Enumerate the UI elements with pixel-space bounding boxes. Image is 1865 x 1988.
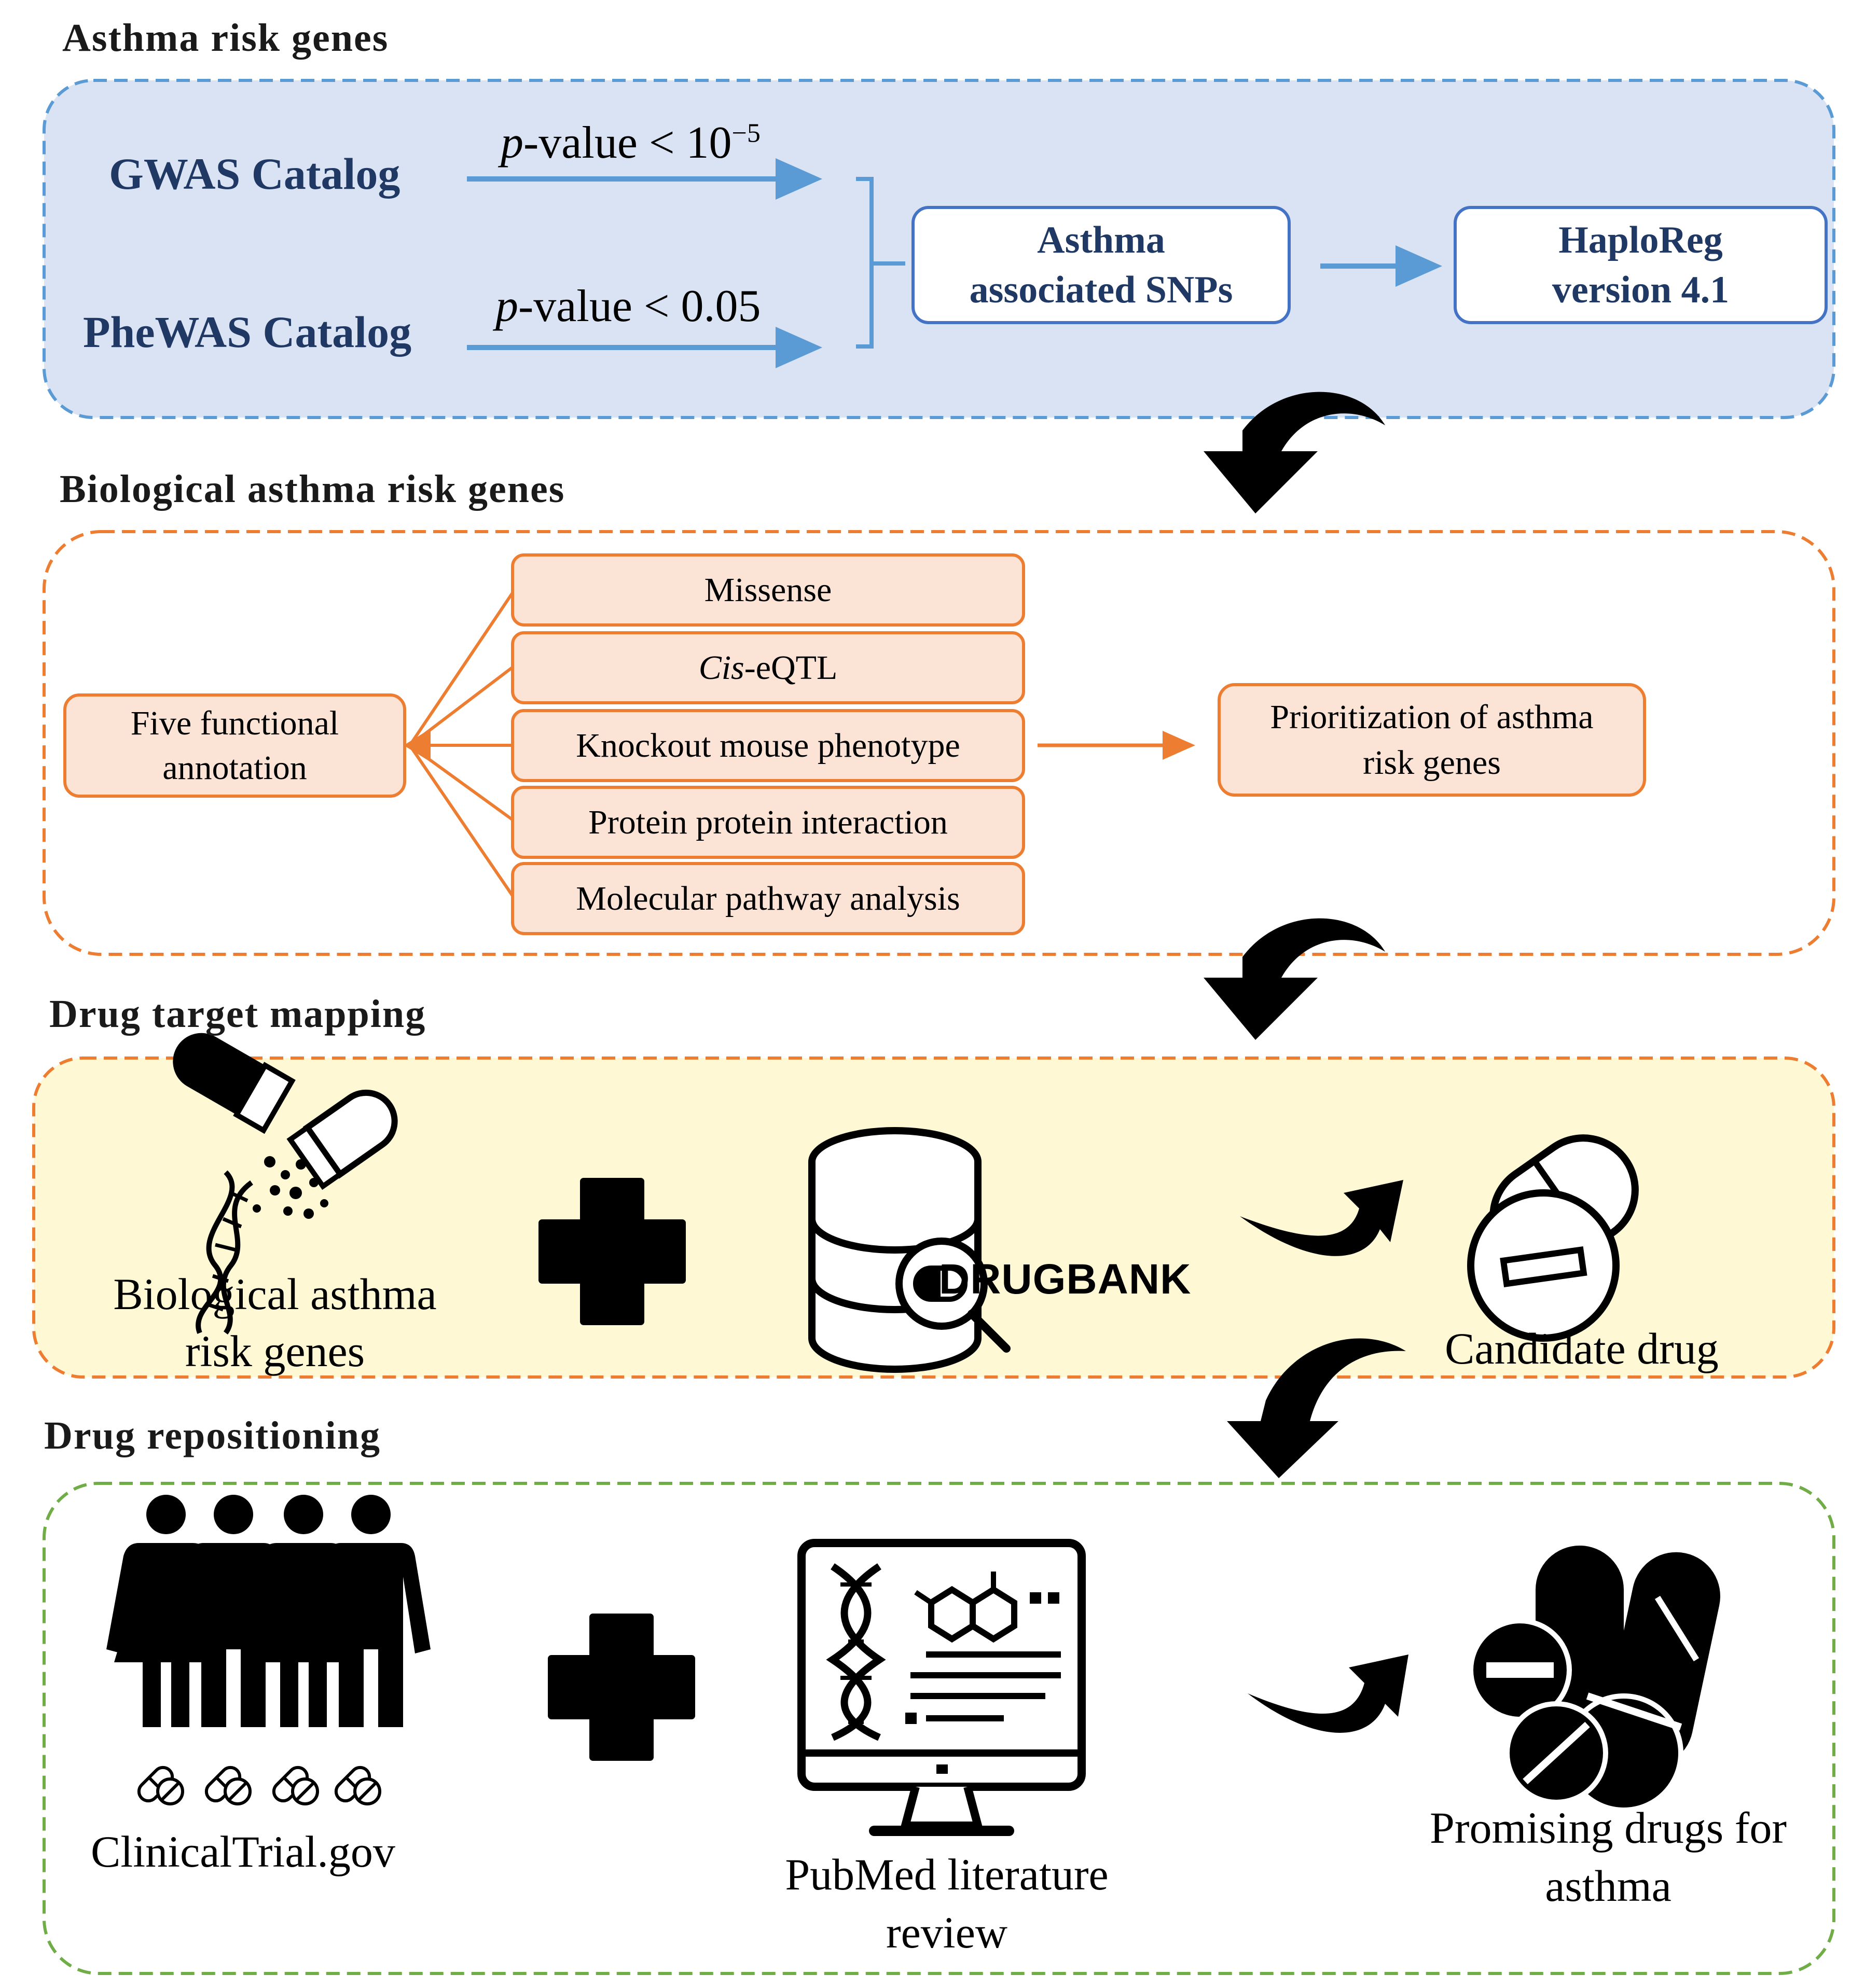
- snp-box-label: Asthma associated SNPs: [913, 207, 1289, 323]
- root-annotation-line-2: annotation: [162, 748, 307, 787]
- promising-drugs-line-1: Promising drugs for: [1430, 1803, 1787, 1853]
- section-title-biological-risk-genes: Biological asthma risk genes: [60, 467, 565, 511]
- merge-bracket: [856, 177, 905, 349]
- genes-label-line-2: risk genes: [185, 1326, 365, 1376]
- annotation-missense: Missense: [704, 571, 832, 609]
- gwas-threshold: p-value < 10−5: [501, 117, 761, 169]
- root-annotation-line-1: Five functional: [130, 704, 339, 742]
- section-title-drug-target-mapping: Drug target mapping: [49, 992, 426, 1036]
- section-title-asthma-risk-genes: Asthma risk genes: [62, 16, 389, 60]
- promising-drugs-line-2: asthma: [1545, 1861, 1671, 1911]
- monitor-research-icon: [797, 1539, 1086, 1836]
- repositioning-arrow: [1248, 1655, 1408, 1733]
- prioritization-box: [1218, 683, 1646, 797]
- candidate-drug-label: Candidate drug: [1445, 1324, 1719, 1373]
- pills-icon: [1467, 1134, 1639, 1342]
- snp-box-line-2: associated SNPs: [969, 269, 1233, 311]
- haploreg-box-line-2: version 4.1: [1552, 269, 1730, 311]
- prioritization-line-1: Prioritization of asthma: [1270, 698, 1594, 736]
- promising-drugs-label: Promising drugs for asthma: [1401, 1797, 1816, 1916]
- database-search-icon: [808, 1127, 1011, 1373]
- capsule-dna-icon: [173, 1033, 398, 1334]
- section-title-drug-repositioning: Drug repositioning: [44, 1414, 381, 1457]
- annotation-cis-eqtl: Cis-eQTL: [698, 648, 838, 687]
- phewas-threshold-p: p: [495, 281, 518, 331]
- phewas-catalog-label: PheWAS Catalog: [83, 307, 412, 357]
- snp-box: [911, 206, 1291, 324]
- annotation-boxes: [511, 553, 1025, 935]
- pubmed-label-line-1: PubMed literature: [785, 1850, 1109, 1899]
- annotation-pathway: Molecular pathway analysis: [576, 879, 960, 917]
- drugbank-logo-text: DRUGBANK: [939, 1256, 1192, 1303]
- gwas-threshold-text: -value < 10: [523, 118, 732, 168]
- snp-box-line-1: Asthma: [1037, 219, 1165, 261]
- pubmed-label: PubMed literature review: [737, 1844, 1157, 1963]
- gwas-threshold-p: p: [501, 118, 523, 168]
- gwas-threshold-exponent: −5: [731, 118, 761, 148]
- phewas-threshold: p-value < 0.05: [495, 280, 761, 332]
- drugs-pile-icon: [1468, 1546, 1720, 1813]
- pubmed-label-line-2: review: [886, 1908, 1007, 1957]
- phewas-threshold-text: -value < 0.05: [518, 281, 761, 331]
- annotation-knockout-mouse: Knockout mouse phenotype: [576, 726, 960, 764]
- mapping-arrow: [1240, 1180, 1403, 1256]
- fan-hub: [404, 729, 431, 762]
- prioritization-label: Prioritization of asthma risk genes: [1219, 685, 1645, 795]
- haploreg-box-label: HaploReg version 4.1: [1455, 207, 1826, 323]
- genes-label: Biological asthma risk genes: [78, 1266, 472, 1380]
- root-annotation-label: Five functional annotation: [65, 695, 405, 796]
- clinicaltrial-label: ClinicalTrial.gov: [91, 1827, 395, 1876]
- gwas-catalog-label: GWAS Catalog: [109, 149, 400, 199]
- annotation-ppi: Protein protein interaction: [588, 803, 948, 841]
- prioritization-line-2: risk genes: [1363, 743, 1501, 782]
- genes-label-line-1: Biological asthma: [113, 1269, 437, 1319]
- haploreg-box: [1454, 206, 1828, 324]
- haploreg-box-line-1: HaploReg: [1558, 219, 1723, 261]
